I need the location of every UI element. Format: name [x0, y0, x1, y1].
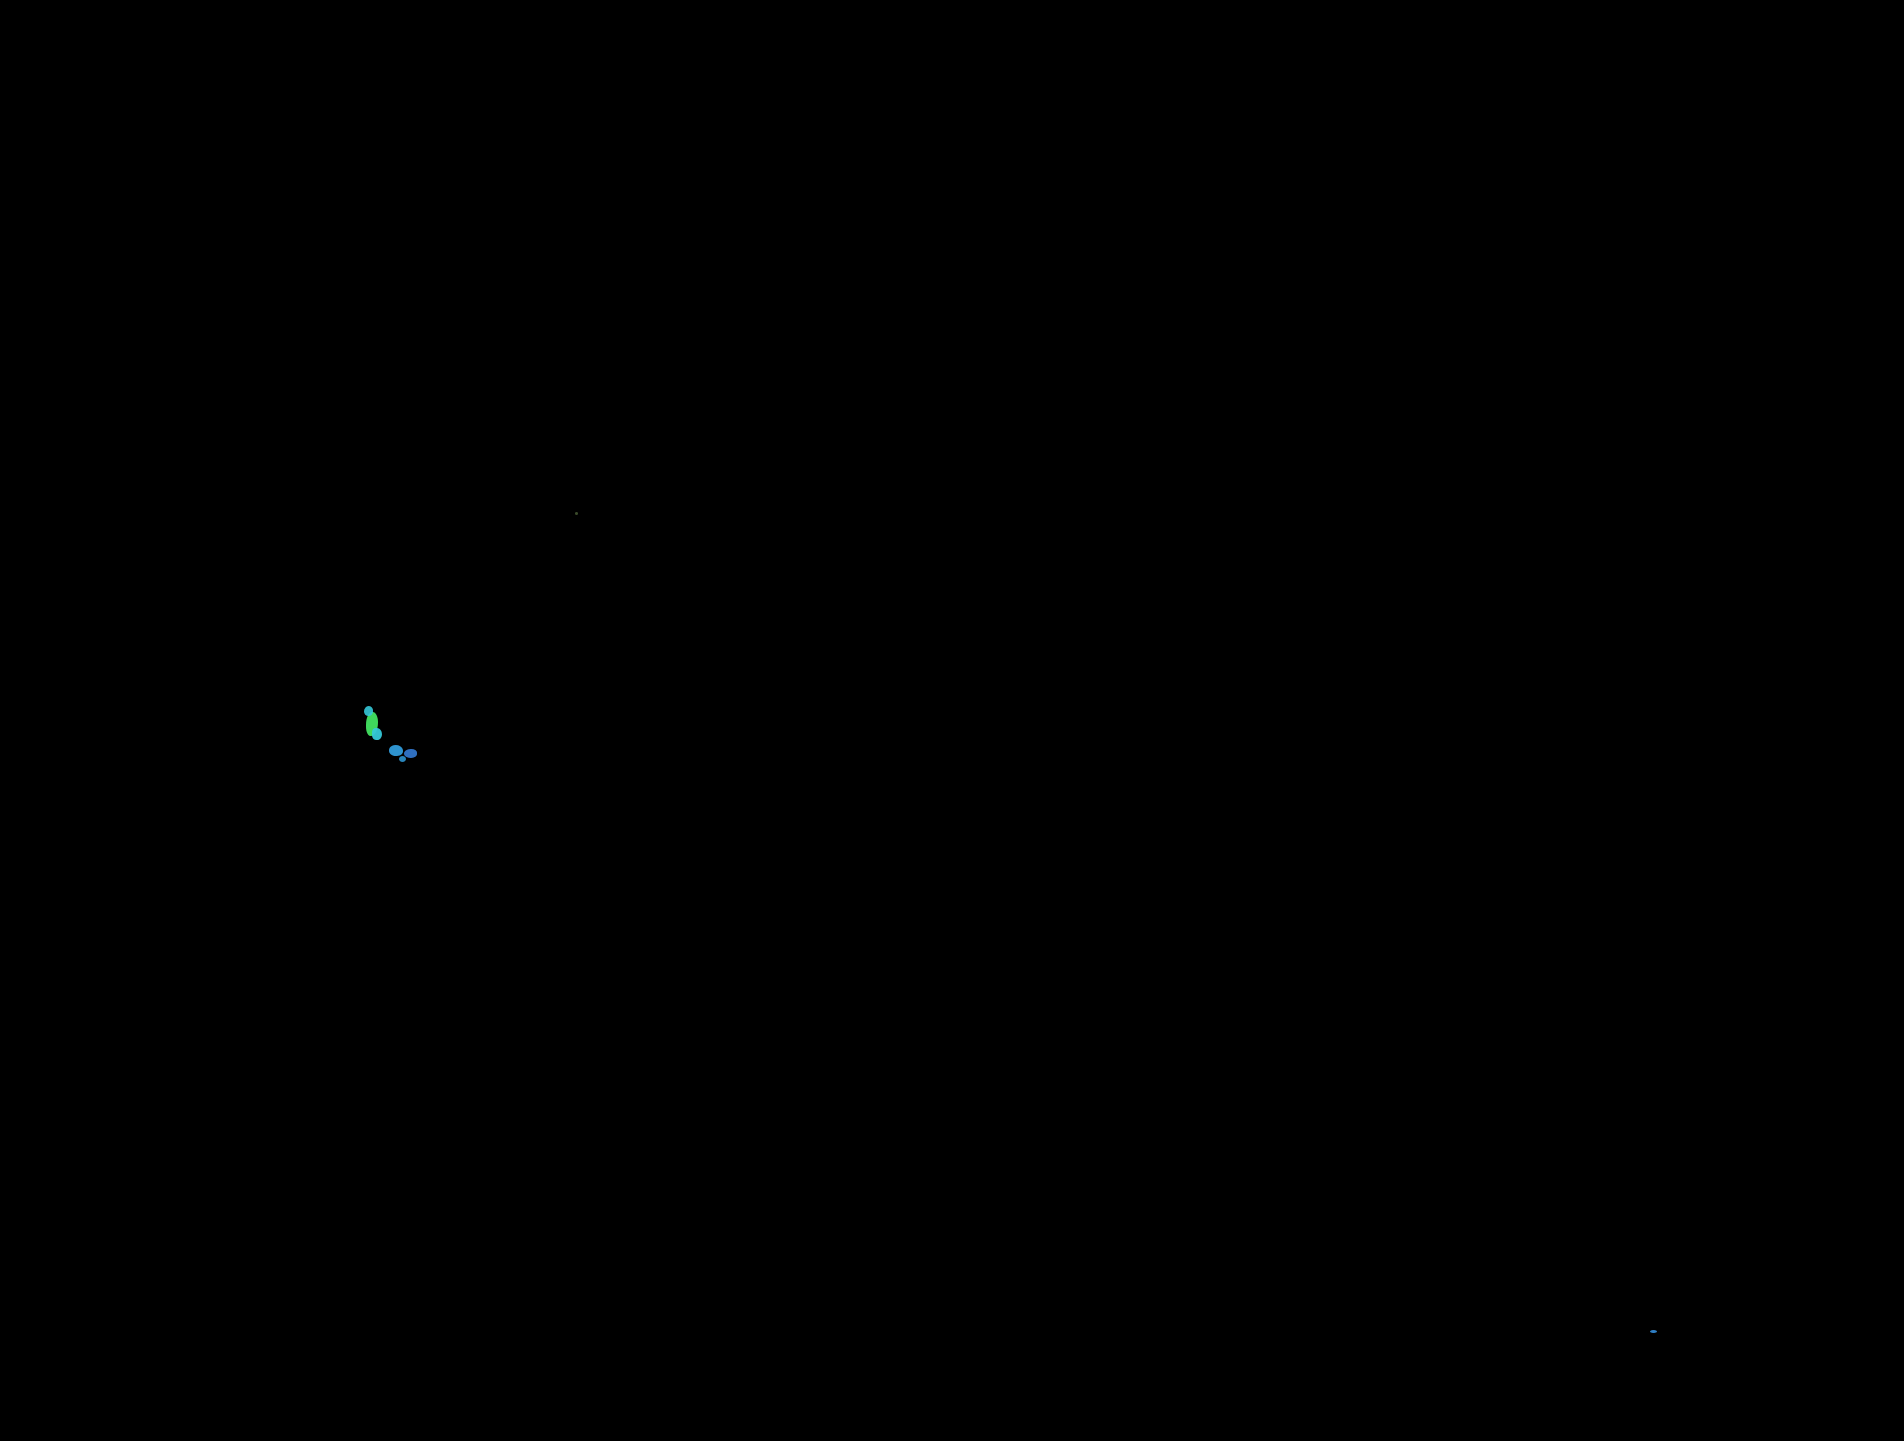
secondary-echo-blue-left — [389, 745, 403, 756]
primary-echo-green-core — [366, 712, 378, 736]
isolated-speck-north — [575, 512, 578, 515]
primary-echo-cyan-fringe — [372, 728, 382, 740]
primary-echo-green-top — [364, 706, 373, 716]
secondary-echo-blue-tail — [399, 756, 406, 762]
secondary-echo-blue-right — [404, 749, 417, 758]
isolated-speck-southeast — [1650, 1330, 1657, 1333]
